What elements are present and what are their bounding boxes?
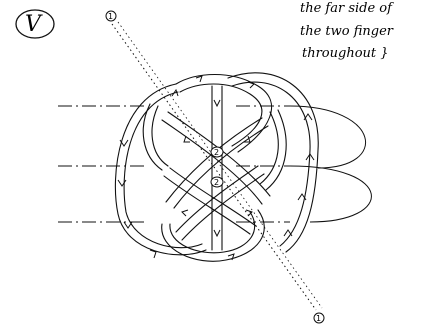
finger-loop-upper	[290, 106, 366, 168]
knot-strands	[115, 73, 318, 261]
arrow-2	[118, 180, 126, 186]
bottom-lobe	[162, 210, 265, 261]
marker-lower: 2	[214, 178, 219, 187]
arrow-15	[182, 210, 188, 216]
marker-upper: 2	[214, 148, 219, 157]
right-inner-lobe	[266, 110, 286, 190]
note-line-3: throughout }	[302, 46, 389, 61]
figure-roman-numeral: V	[25, 12, 43, 37]
arrow-4	[150, 250, 156, 258]
diagonal-axis: 1 1	[106, 11, 324, 323]
center-post	[212, 86, 222, 250]
note-line-2: the two finger	[300, 24, 394, 39]
arrow-3	[124, 222, 132, 228]
arrow-16	[246, 210, 252, 216]
note-line-1: the far side of	[300, 1, 394, 16]
arrow-9	[196, 76, 202, 82]
axis-label-top: 1	[108, 12, 113, 21]
axis-dotted-line	[112, 24, 316, 310]
arrow-11	[214, 100, 220, 106]
arrow-12	[214, 230, 220, 236]
handwritten-note: the far side of the two finger throughou…	[300, 1, 394, 61]
figure-number-badge: V	[16, 10, 54, 38]
axis-label-bottom: 1	[316, 314, 321, 323]
inner-strand-b	[166, 118, 262, 202]
outer-right-loop	[228, 73, 318, 252]
direction-arrows	[118, 76, 314, 260]
